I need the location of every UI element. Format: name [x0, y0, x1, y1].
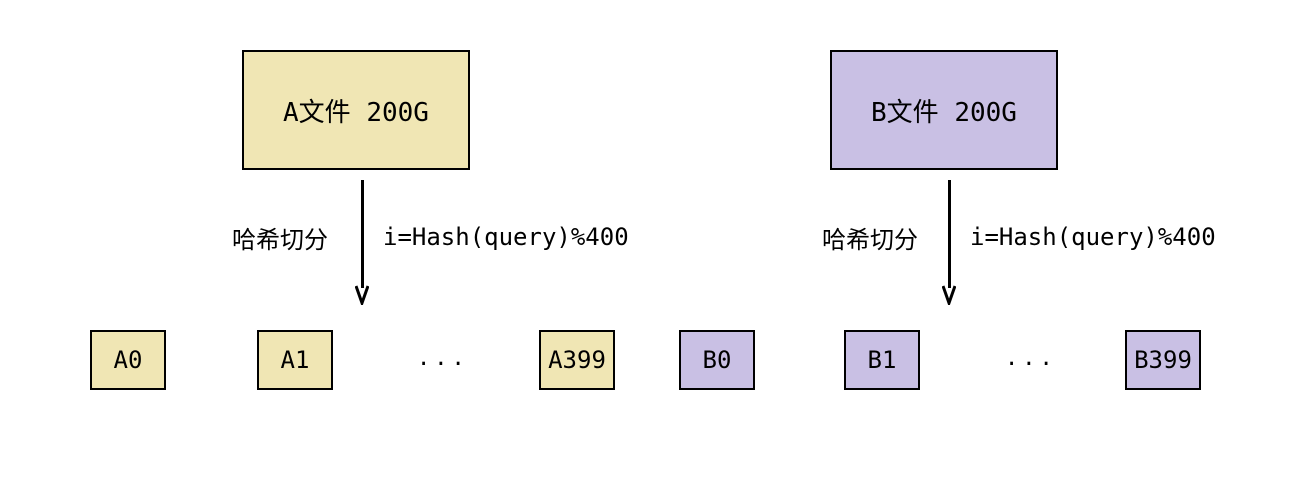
part-b399-label: B399 [1134, 346, 1192, 374]
file-a-label: A文件 200G [283, 97, 429, 128]
file-a-method-label: 哈希切分 [232, 226, 328, 254]
file-a-arrow-head [355, 285, 369, 305]
part-a1-label: A1 [280, 346, 310, 374]
part-a0-label: A0 [113, 346, 143, 374]
part-b1-box: B1 [844, 330, 920, 390]
file-b-formula: i=Hash(query)%400 [970, 223, 1216, 251]
file-b-label: B文件 200G [871, 97, 1017, 128]
part-b1-label: B1 [867, 346, 897, 374]
part-a1-box: A1 [257, 330, 333, 390]
part-b0-label: B0 [702, 346, 732, 374]
file-a-formula: i=Hash(query)%400 [383, 223, 629, 251]
part-b399-box: B399 [1125, 330, 1201, 390]
part-a399-box: A399 [539, 330, 615, 390]
part-b0-box: B0 [679, 330, 755, 390]
file-a-box: A文件 200G [242, 50, 470, 170]
file-b-arrow-shaft [948, 180, 951, 288]
file-b-arrow-head [942, 285, 956, 305]
file-a-arrow-shaft [361, 180, 364, 288]
file-b-box: B文件 200G [830, 50, 1058, 170]
part-a-ellipsis: ... [417, 346, 469, 371]
part-b-ellipsis: ... [1005, 346, 1057, 371]
part-a399-label: A399 [548, 346, 606, 374]
file-b-method-label: 哈希切分 [822, 226, 918, 254]
part-a0-box: A0 [90, 330, 166, 390]
